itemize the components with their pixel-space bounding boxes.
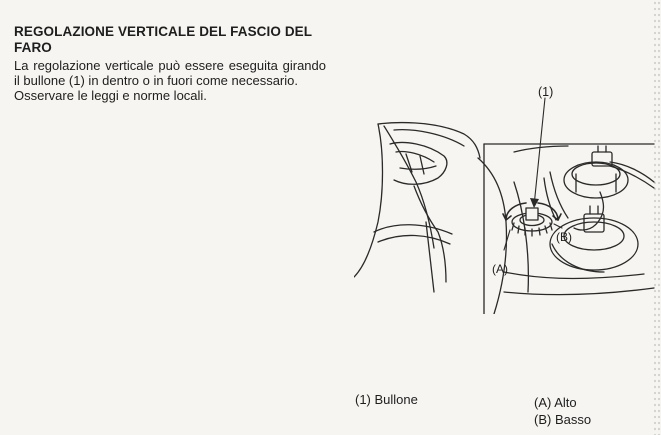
regulation-note: Osservare le leggi e norme locali. (14, 88, 207, 103)
instruction-text: La regolazione verticale può essere eseg… (14, 58, 326, 103)
section-title: REGOLAZIONE VERTICALE DEL FASCIO DEL FAR… (14, 24, 312, 55)
callout-b: (B) (556, 230, 572, 244)
legend-down: (B) Basso (534, 412, 592, 427)
instruction-paragraph: La regolazione verticale può essere eseg… (14, 58, 326, 88)
scan-edge-noise (653, 0, 661, 435)
legend-up: (A) Alto (534, 395, 577, 410)
callout-a: (A) (492, 262, 508, 276)
legend-directions: (A) Alto (B) Basso (534, 394, 591, 428)
callout-bolt-1: (1) (538, 85, 554, 99)
headlight-adjustment-illustration (354, 97, 655, 314)
legend-bolt: (1) Bullone (355, 392, 418, 407)
